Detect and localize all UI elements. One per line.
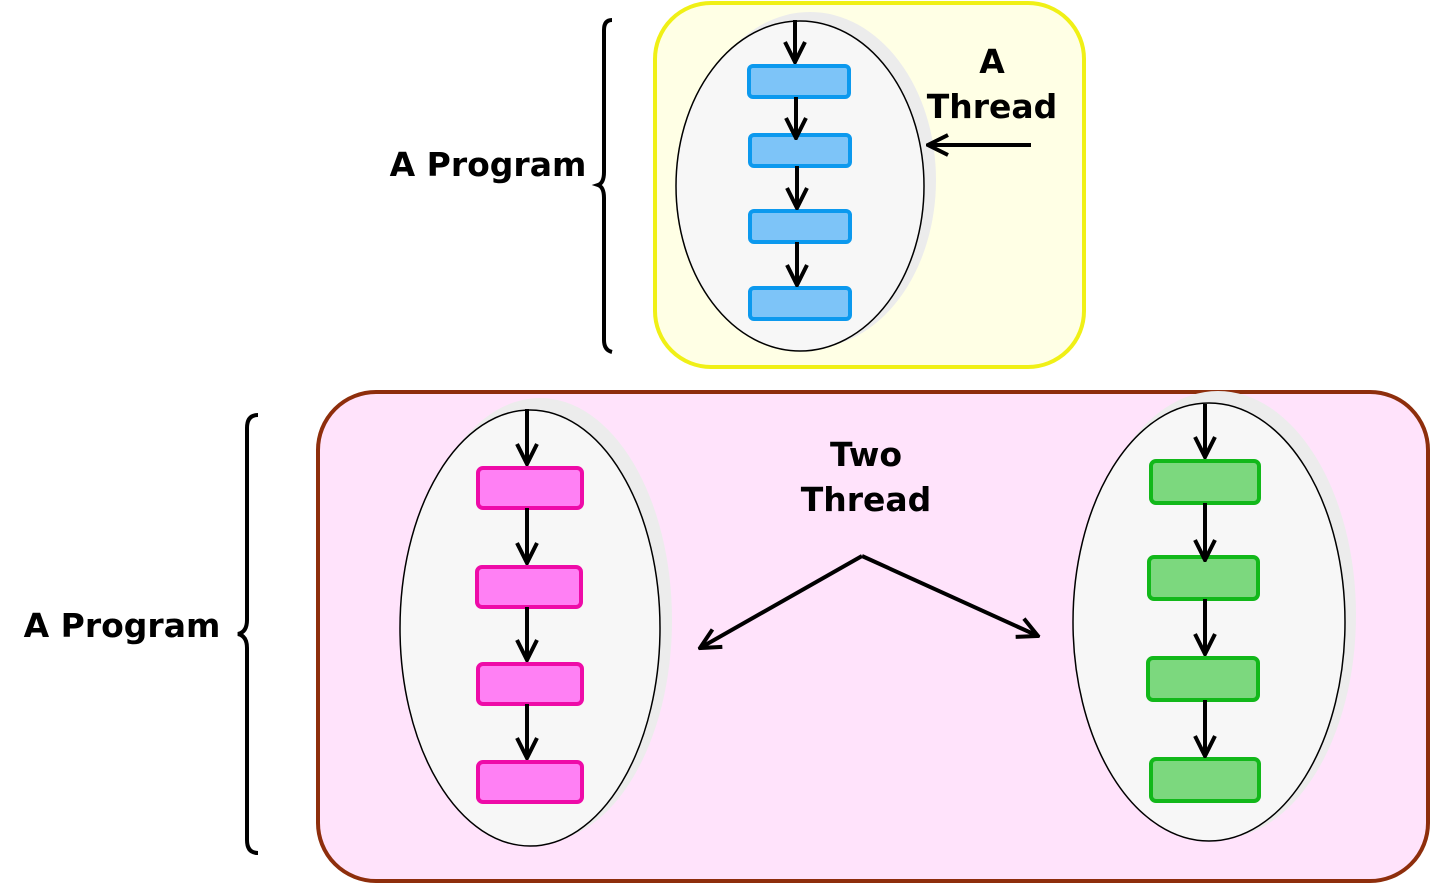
left-step-3 — [476, 662, 584, 706]
top-program-label: A Program — [390, 145, 587, 184]
top-step-4 — [748, 286, 852, 321]
top-step-1 — [747, 64, 851, 99]
left-step-4 — [476, 760, 584, 804]
top-thread-label-line1: A — [979, 42, 1005, 81]
top-step-2 — [748, 133, 852, 168]
left-step-1 — [476, 466, 584, 510]
right-step-3 — [1146, 656, 1260, 702]
right-step-2 — [1147, 555, 1260, 601]
right-thread-ellipse — [1072, 402, 1346, 842]
bottom-program-brace — [237, 413, 259, 855]
right-step-4 — [1149, 757, 1261, 803]
top-step-3 — [748, 209, 852, 244]
left-thread-ellipse — [399, 409, 661, 847]
two-thread-pointer-arrow-left — [700, 554, 863, 648]
bottom-program-label: A Program — [24, 606, 221, 645]
right-step-1 — [1149, 459, 1261, 505]
top-thread-ellipse — [675, 20, 925, 352]
two-thread-program: A Program Two Thre — [24, 390, 1430, 883]
top-thread-label-line2: Thread — [927, 87, 1058, 126]
two-thread-pointer-arrow-right — [861, 554, 1038, 636]
single-thread-program: A Program A Thread — [390, 1, 1086, 369]
two-thread-label-line2: Thread — [801, 480, 932, 519]
two-thread-label-line1: Two — [830, 435, 902, 474]
top-program-brace — [591, 18, 613, 354]
left-step-2 — [475, 565, 583, 609]
